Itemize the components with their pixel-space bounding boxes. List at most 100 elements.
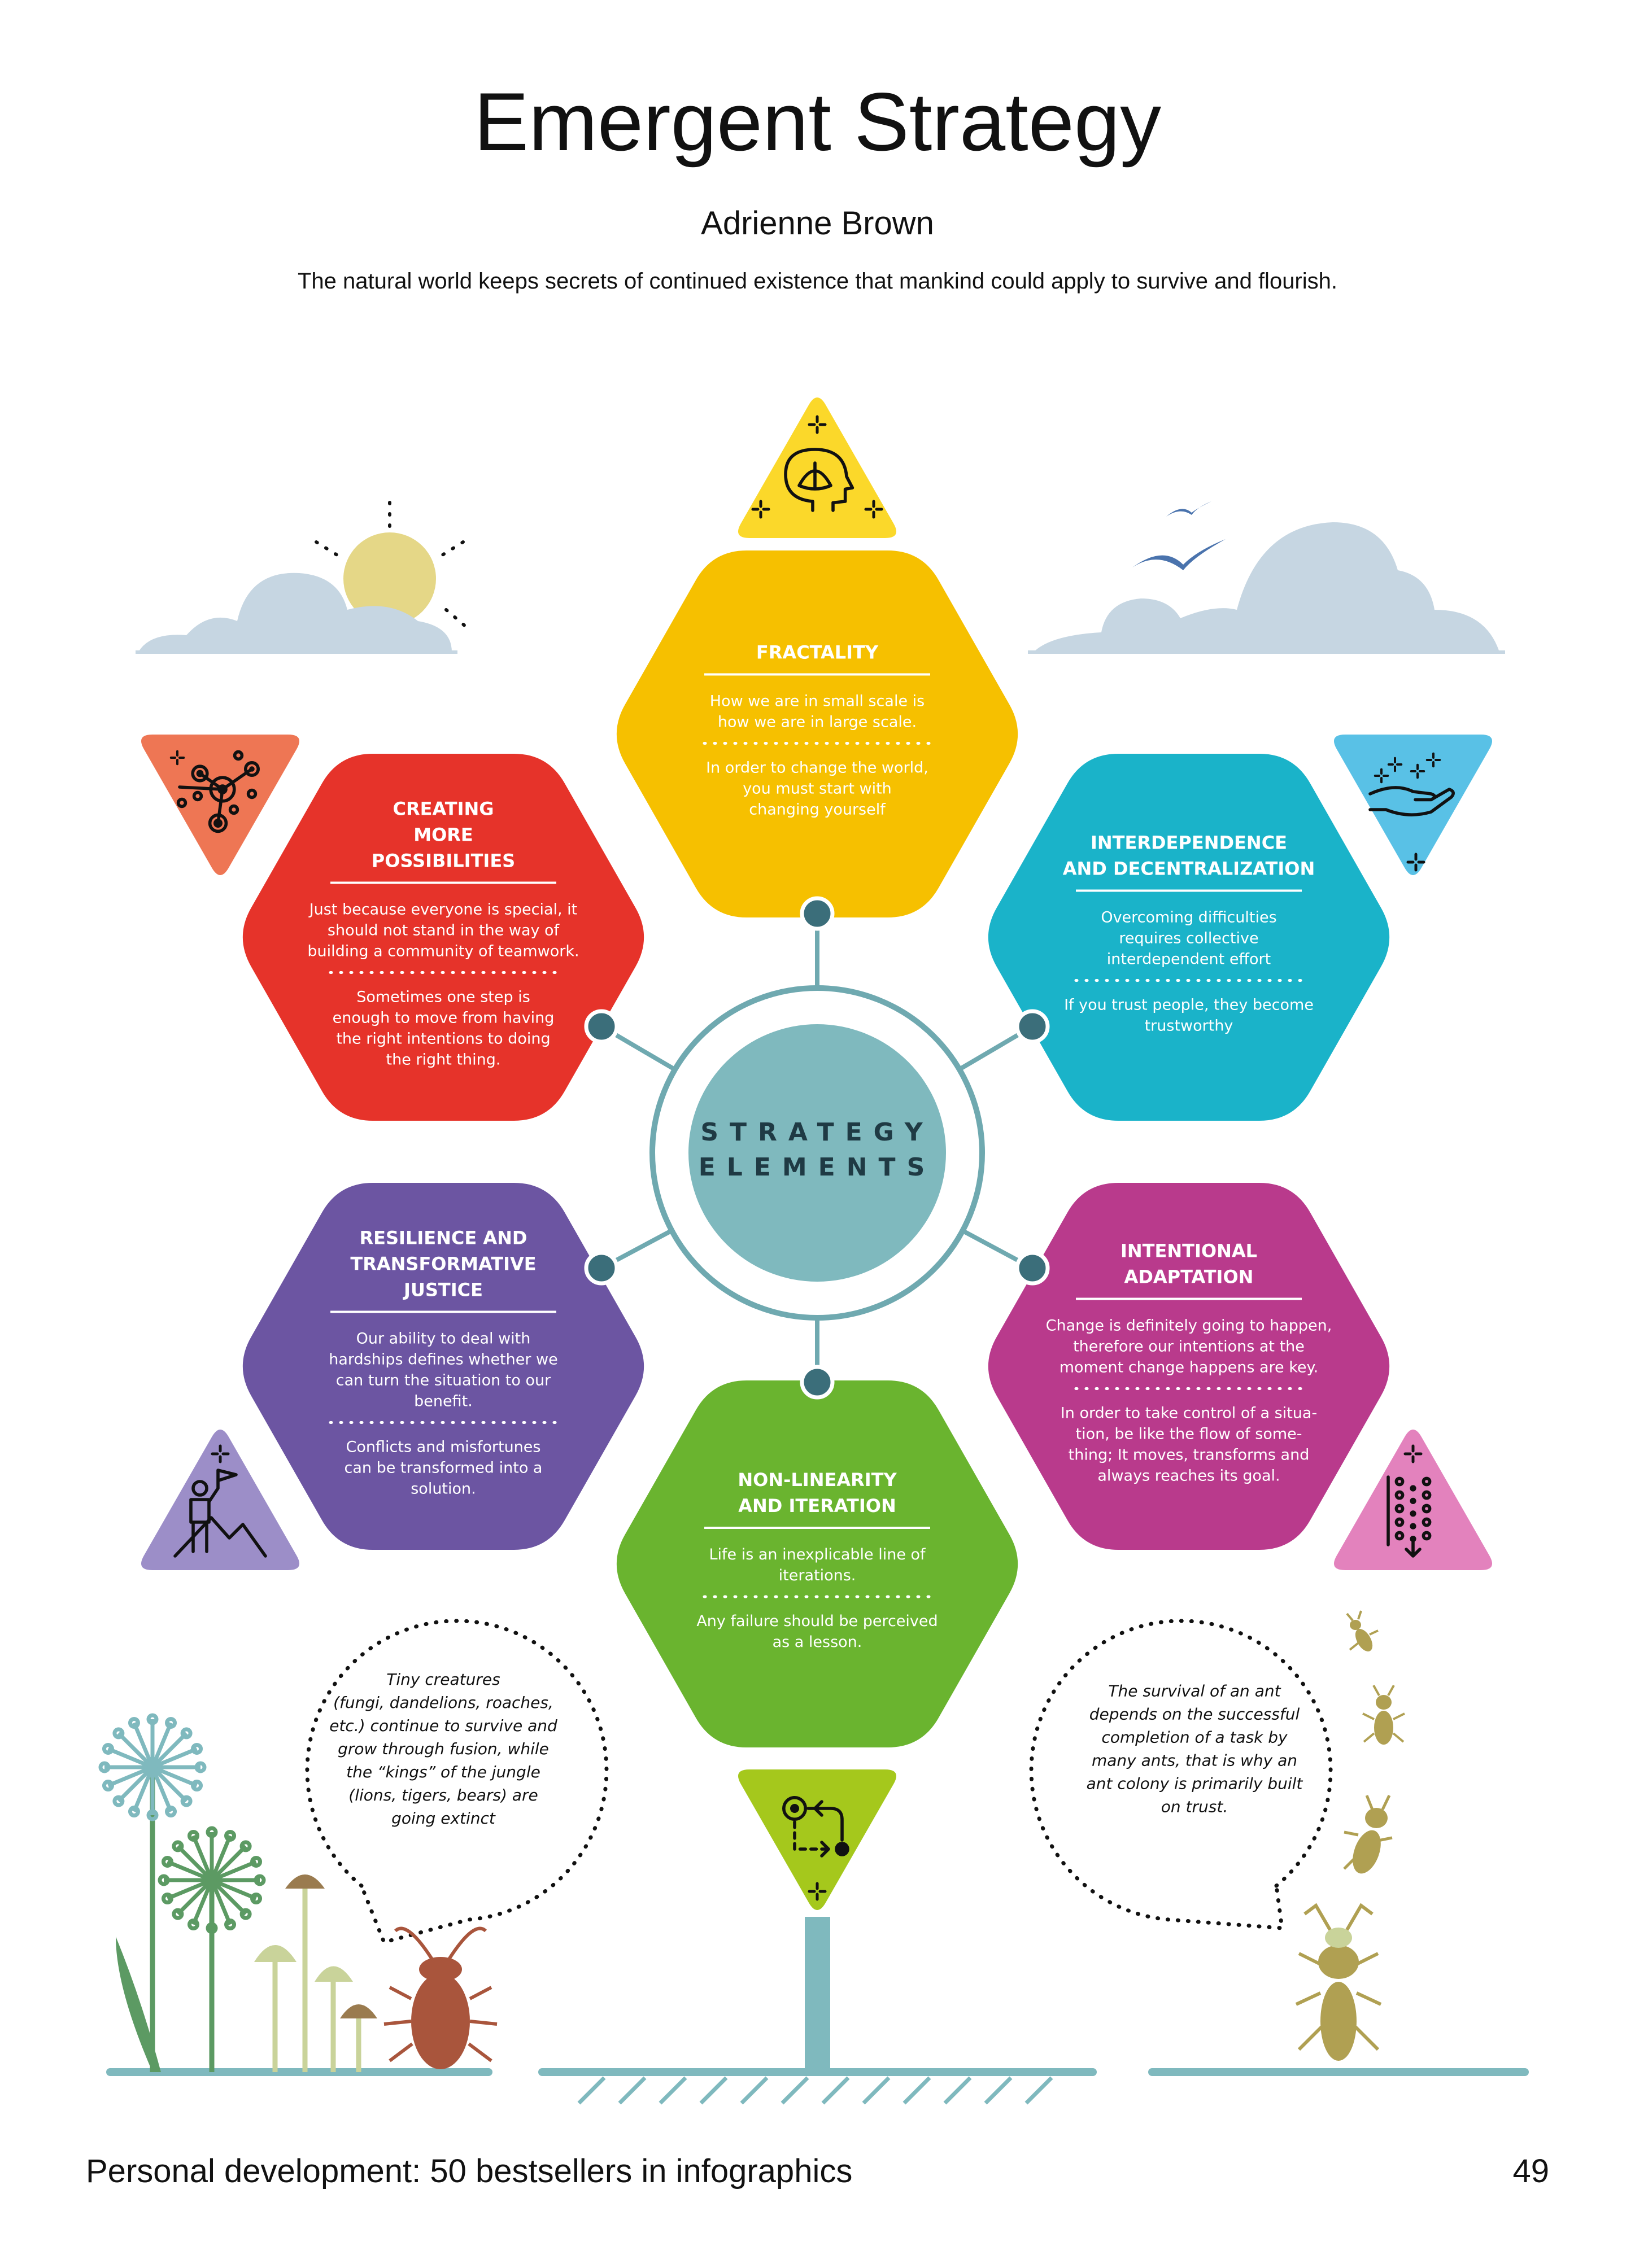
element-text: Change is definitely going to happen,: [1046, 1317, 1332, 1335]
element-hexagon: [242, 754, 644, 1121]
element-title: CREATING: [393, 798, 494, 820]
element-text: can turn the situation to our: [336, 1372, 551, 1389]
element-text: the right thing.: [386, 1051, 501, 1069]
climber-flag-icon: [173, 1469, 267, 1558]
element-hexagon: [242, 1183, 644, 1550]
element-text: Our ability to deal with: [356, 1330, 531, 1348]
element-title: MORE: [413, 824, 473, 846]
element-hexagon: [616, 1380, 1018, 1747]
cloud-left: [138, 573, 452, 652]
element-text: thing; It moves, transforms and: [1069, 1447, 1310, 1464]
bubble-text-line: Tiny creatures: [386, 1670, 500, 1689]
mushroom-icon: [254, 1874, 377, 2072]
icon-badge-resilience: [141, 1430, 300, 1570]
element-text: hardships defines whether we: [329, 1351, 558, 1369]
element-text: solution.: [411, 1480, 476, 1498]
element-text: the right intentions to doing: [336, 1030, 550, 1048]
center-hub: STRATEGY ELEMENTS: [649, 985, 985, 1321]
bubble-text-line: (fungi, dandelions, roaches,: [333, 1693, 553, 1712]
element-text: How we are in small scale is: [710, 693, 925, 710]
connector-knob: [584, 1251, 619, 1286]
bubble-right-text: The survival of an ant depends on the suc…: [1087, 1682, 1303, 1816]
dandelion-icon: [98, 1713, 266, 2072]
element-text: Life is an inexplicable line of: [709, 1546, 926, 1563]
bubble-text-line: completion of a task by: [1101, 1728, 1288, 1747]
page-subtitle: The natural world keeps secrets of conti…: [297, 269, 1337, 294]
icon-triangle: [141, 1430, 300, 1570]
bubble-text-line: the “kings” of the jungle: [346, 1763, 540, 1781]
element-text: Conflicts and misfortunes: [346, 1439, 541, 1456]
page-number: 49: [1512, 2153, 1549, 2190]
element-title: AND DECENTRALIZATION: [1063, 858, 1315, 880]
element-text: tion, be like the flow of some-: [1075, 1426, 1302, 1443]
element-text: interdependent effort: [1107, 951, 1271, 968]
connector-knob: [1015, 1009, 1050, 1044]
connector-knob: [800, 896, 835, 931]
ant-icon: [1295, 1903, 1382, 2061]
element-text: moment change happens are key.: [1060, 1359, 1319, 1376]
element-text: therefore our intentions at the: [1073, 1338, 1305, 1356]
element-text: Overcoming difficulties: [1101, 909, 1276, 927]
ant-icon: [1362, 1685, 1405, 1745]
element-hexagon: [616, 550, 1018, 917]
element-text: changing yourself: [749, 801, 886, 819]
element-text: how we are in large scale.: [718, 714, 917, 731]
element-icons: [141, 397, 1493, 1910]
element-title: INTERDEPENDENCE: [1091, 832, 1287, 854]
element-title: NON-LINEARITY: [738, 1469, 897, 1491]
network-nodes-icon: [169, 750, 260, 833]
birds-cloud-illustration: [1028, 501, 1505, 654]
fungi-dandelion-illustration: [98, 1713, 498, 2076]
bubble-text-line: (lions, tigers, bears) are: [348, 1786, 538, 1804]
center-title-line1: STRATEGY: [700, 1118, 934, 1147]
bubble-text-line: many ants, that is why an: [1092, 1751, 1297, 1770]
icon-triangle: [738, 1769, 897, 1910]
flow-dots-icon: [1387, 1475, 1432, 1558]
element-resilience: RESILIENCE AND TRANSFORMATIVE JUSTICE Our a…: [242, 1183, 644, 1550]
speech-bubble-right: The survival of an ant depends on the suc…: [1029, 1619, 1333, 1930]
footer-book-title: Personal development: 50 bestsellers in …: [86, 2153, 853, 2190]
sun-cloud-illustration: [136, 501, 468, 654]
center-title-line2: ELEMENTS: [699, 1153, 936, 1182]
element-text: iterations.: [779, 1567, 856, 1584]
bird-icon: [1166, 501, 1211, 517]
center-ground-stand: [538, 1917, 1097, 2105]
element-title: RESILIENCE AND: [360, 1227, 527, 1249]
element-text: requires collective: [1119, 930, 1258, 947]
bubble-text-line: The survival of an ant: [1108, 1682, 1281, 1701]
bubble-text-line: depends on the successful: [1089, 1705, 1300, 1724]
ant-icon: [1343, 1794, 1393, 1874]
element-interdependence: INTERDEPENDENCE AND DECENTRALIZATION Overc…: [988, 754, 1390, 1121]
bubble-left-text: Tiny creatures (fungi, dandelions, roache…: [329, 1670, 557, 1828]
element-title: ADAPTATION: [1124, 1266, 1254, 1288]
element-title: POSSIBILITIES: [372, 850, 515, 872]
author-name: Adrienne Brown: [701, 205, 934, 242]
hand-giving-icon: [1368, 752, 1455, 816]
speech-bubble-left: Tiny creatures (fungi, dandelions, roache…: [305, 1619, 609, 1945]
element-text: enough to move from having: [333, 1010, 555, 1027]
cockroach-icon: [383, 1926, 498, 2069]
bird-icon: [1132, 539, 1226, 570]
element-text: trustworthy: [1145, 1017, 1233, 1035]
element-text: In order to change the world,: [706, 759, 928, 777]
connector-knob: [800, 1365, 835, 1400]
icon-triangle: [738, 397, 897, 538]
head-lotus-icon: [784, 448, 854, 512]
cloud-right: [1034, 522, 1499, 652]
connector-knobs: [584, 896, 1050, 1400]
element-title: TRANSFORMATIVE: [350, 1253, 536, 1275]
element-text: In order to take control of a situa-: [1061, 1405, 1317, 1422]
element-nonlinearity: NON-LINEARITY AND ITERATION Life is an ine…: [616, 1380, 1018, 1747]
element-text: If you trust people, they become: [1064, 997, 1314, 1014]
icon-badge-interdependence: [1333, 735, 1493, 875]
element-text: should not stand in the way of: [328, 922, 560, 939]
element-title: JUSTICE: [403, 1279, 483, 1301]
icon-badge-adaptation: [1333, 1430, 1493, 1570]
bubble-text-line: on trust.: [1161, 1798, 1228, 1816]
element-title: AND ITERATION: [738, 1495, 896, 1517]
